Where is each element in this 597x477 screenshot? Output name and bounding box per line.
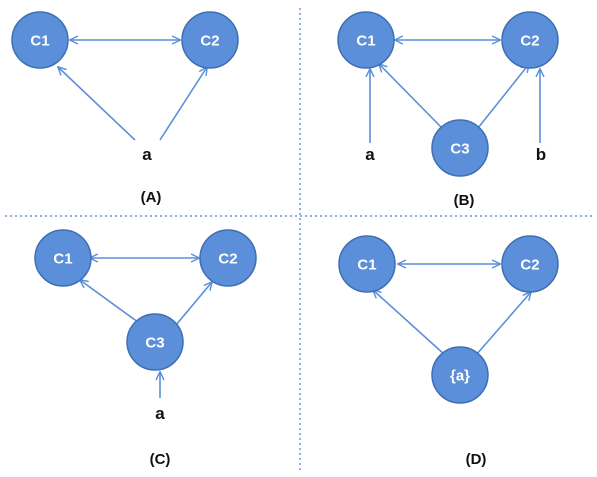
panel-d-caption: (D)	[466, 451, 487, 468]
node-c1-label: C1	[356, 33, 375, 50]
edge-c3-c2	[175, 282, 212, 326]
node-c2	[199, 229, 257, 287]
node-c2-label: C2	[200, 33, 219, 50]
edge-c3-c1	[379, 64, 443, 129]
label-a: a	[365, 145, 375, 164]
panel-c-caption: (C)	[150, 451, 171, 468]
node-c2-label: C2	[218, 251, 237, 268]
node-c3	[126, 313, 184, 371]
node-c3-label: C3	[450, 141, 469, 158]
node-c1	[11, 11, 69, 69]
node-c2-label: C2	[520, 33, 539, 50]
node-set-a	[431, 346, 489, 404]
edge-c3-c2	[477, 64, 529, 129]
label-a: a	[142, 145, 152, 164]
panel-d: C1 C2 {a} (D)	[338, 235, 559, 468]
edge-a-c1	[58, 67, 136, 141]
label-a: a	[155, 404, 165, 423]
node-c1-label: C1	[53, 251, 72, 268]
panel-b-caption: (B)	[454, 192, 475, 209]
node-c3-label: C3	[145, 335, 164, 352]
node-c2	[501, 235, 559, 293]
panel-a: C1 C2 a (A)	[11, 11, 239, 206]
panel-b: C1 C2 C3 a b (B)	[337, 11, 559, 209]
node-c2	[181, 11, 239, 69]
edge-set-a-c2	[475, 292, 531, 356]
node-c1	[338, 235, 396, 293]
node-c3	[431, 119, 489, 177]
edge-a-c2	[159, 67, 207, 141]
node-c2	[501, 11, 559, 69]
node-c1	[337, 11, 395, 69]
panel-c: C1 C2 C3 a (C)	[34, 229, 257, 468]
node-c1	[34, 229, 92, 287]
edge-set-a-c1	[373, 290, 446, 356]
node-c2-label: C2	[520, 257, 539, 274]
label-b: b	[536, 145, 546, 164]
node-c1-label: C1	[357, 257, 376, 274]
edge-c3-c1	[80, 280, 143, 326]
node-c1-label: C1	[30, 33, 49, 50]
node-set-a-label: {a}	[450, 368, 470, 385]
panel-a-caption: (A)	[141, 189, 162, 206]
